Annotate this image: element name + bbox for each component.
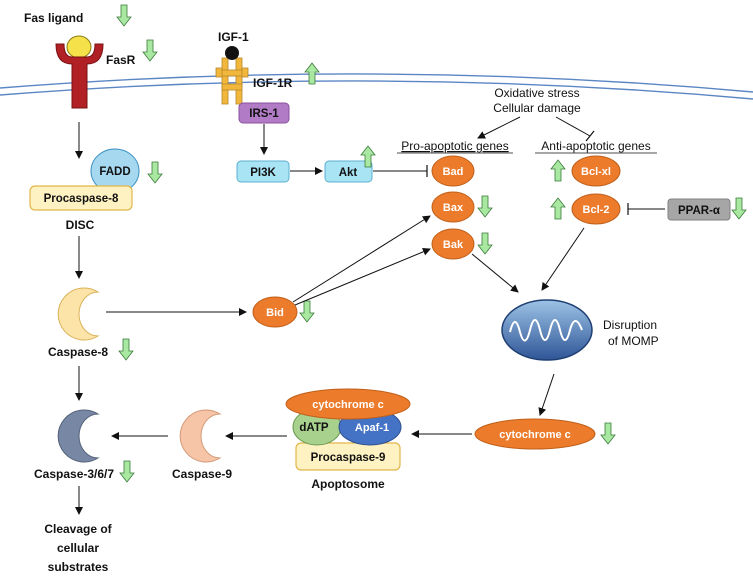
igf-1r-regulation-arrow: [304, 62, 320, 85]
fas-ligand-label: Fas ligand: [24, 11, 83, 25]
momp-label: of MOMP: [608, 334, 659, 348]
caspase-3-6-7-label: Caspase-3/6/7: [34, 467, 114, 481]
svg-text:Bax: Bax: [443, 202, 464, 214]
oxidative-stress-label: Oxidative stress: [494, 86, 579, 100]
disc-label: DISC: [66, 218, 95, 232]
cytochrome-c-apoptosome-label: cytochrome c: [312, 399, 384, 411]
caspase-8-regulation-arrow: [118, 338, 134, 361]
fasr-label: FasR: [106, 53, 136, 67]
bid-node: Bid: [252, 296, 298, 328]
arrow-mitochondrion-to-cytochrome-c: [538, 373, 555, 416]
pi3k-node: PI3K: [236, 160, 290, 183]
svg-text:IRS-1: IRS-1: [249, 108, 279, 120]
svg-text:Akt: Akt: [339, 167, 358, 179]
apoptosome-label: Apoptosome: [311, 477, 385, 491]
akt-regulation-arrow: [360, 145, 376, 168]
bcl-xl-node: Bcl-xl: [571, 155, 621, 187]
mitochondrion-icon: [501, 299, 593, 361]
svg-text:Bid: Bid: [266, 307, 284, 319]
arrow-stress-to-pro-apoptotic: [477, 116, 521, 139]
svg-text:cytochrome c: cytochrome c: [499, 429, 571, 441]
caspase-9-icon: [179, 409, 222, 463]
pro-apoptotic-genes-label: Pro-apoptotic genes: [401, 139, 508, 153]
cleavage-label-line2: cellular: [57, 541, 99, 555]
arrow-bak-to-mitochondrion: [471, 253, 519, 293]
bid-regulation-arrow: [299, 300, 315, 323]
akt-node: Akt: [324, 160, 373, 183]
caspase-8-label: Caspase-8: [48, 345, 108, 359]
svg-text:Bcl-xl: Bcl-xl: [581, 166, 611, 178]
svg-text:Procaspase-8: Procaspase-8: [44, 193, 119, 205]
apaf-1-label: Apaf-1: [355, 422, 389, 434]
cytochrome-c-released-node: cytochrome c: [474, 418, 596, 450]
cellular-damage-label: Cellular damage: [493, 101, 581, 115]
cleavage-label-line3: substrates: [48, 560, 109, 574]
arrow-bcl2-to-mitochondrion: [541, 227, 585, 291]
inhibition-stress-to-anti-apoptotic: [555, 116, 595, 142]
procaspase-9-label: Procaspase-9: [311, 452, 386, 464]
caspase-9-label: Caspase-9: [172, 467, 232, 481]
ppar-alpha-regulation-arrow: [731, 197, 747, 220]
svg-text:FADD: FADD: [99, 166, 130, 178]
apoptosome-complex: Procaspase-9 dATP Apaf-1 cytochrome c: [285, 388, 411, 471]
svg-text:Bad: Bad: [443, 166, 464, 178]
svg-text:Bcl-2: Bcl-2: [583, 204, 610, 216]
cytochrome-c-apoptosome-node: [285, 388, 411, 420]
bax-node: Bax: [431, 191, 475, 223]
fadd-regulation-arrow: [147, 161, 163, 184]
inhibition-ppar-to-bcl2: [627, 203, 665, 215]
arrow-bid-to-bax: [292, 215, 431, 303]
anti-apoptotic-genes-label: Anti-apoptotic genes: [541, 139, 650, 153]
bad-node: Bad: [431, 155, 475, 187]
procaspase-9-node: [295, 442, 401, 471]
fasr-regulation-arrow: [142, 39, 158, 62]
bcl-2-regulation-arrow: [550, 197, 566, 220]
caspase-3-6-7-icon: [57, 409, 100, 463]
bak-regulation-arrow: [477, 232, 493, 255]
caspase-8-icon: [57, 287, 100, 341]
svg-text:PI3K: PI3K: [250, 167, 276, 179]
fasr-receptor-icon: [55, 35, 104, 109]
igf-1r-label: IGF-1R: [253, 76, 293, 90]
datp-label: dATP: [299, 422, 329, 434]
cytochrome-c-regulation-arrow: [600, 422, 616, 445]
igf-1r-receptor-icon: [215, 46, 249, 105]
procaspase-8-node: Procaspase-8: [29, 185, 133, 211]
bak-node: Bak: [431, 228, 475, 260]
irs-1-node: IRS-1: [238, 102, 290, 124]
igf-1-label: IGF-1: [218, 30, 249, 44]
svg-text:Bak: Bak: [443, 239, 464, 251]
svg-text:PPAR-α: PPAR-α: [678, 205, 720, 217]
bcl-2-node: Bcl-2: [571, 193, 621, 225]
cleavage-label-line1: Cleavage of: [44, 522, 112, 536]
arrow-bid-to-bak: [294, 247, 431, 306]
inhibition-akt-to-bad: [373, 165, 428, 177]
caspase-3-6-7-regulation-arrow: [119, 460, 135, 483]
cell-membrane: [0, 73, 753, 100]
bcl-xl-regulation-arrow: [550, 159, 566, 182]
disruption-label: Disruption: [603, 318, 657, 332]
ppar-alpha-node: PPAR-α: [667, 198, 731, 221]
bax-regulation-arrow: [477, 195, 493, 218]
fadd-node: FADD: [90, 148, 140, 194]
fas-ligand-regulation-arrow: [116, 4, 132, 27]
